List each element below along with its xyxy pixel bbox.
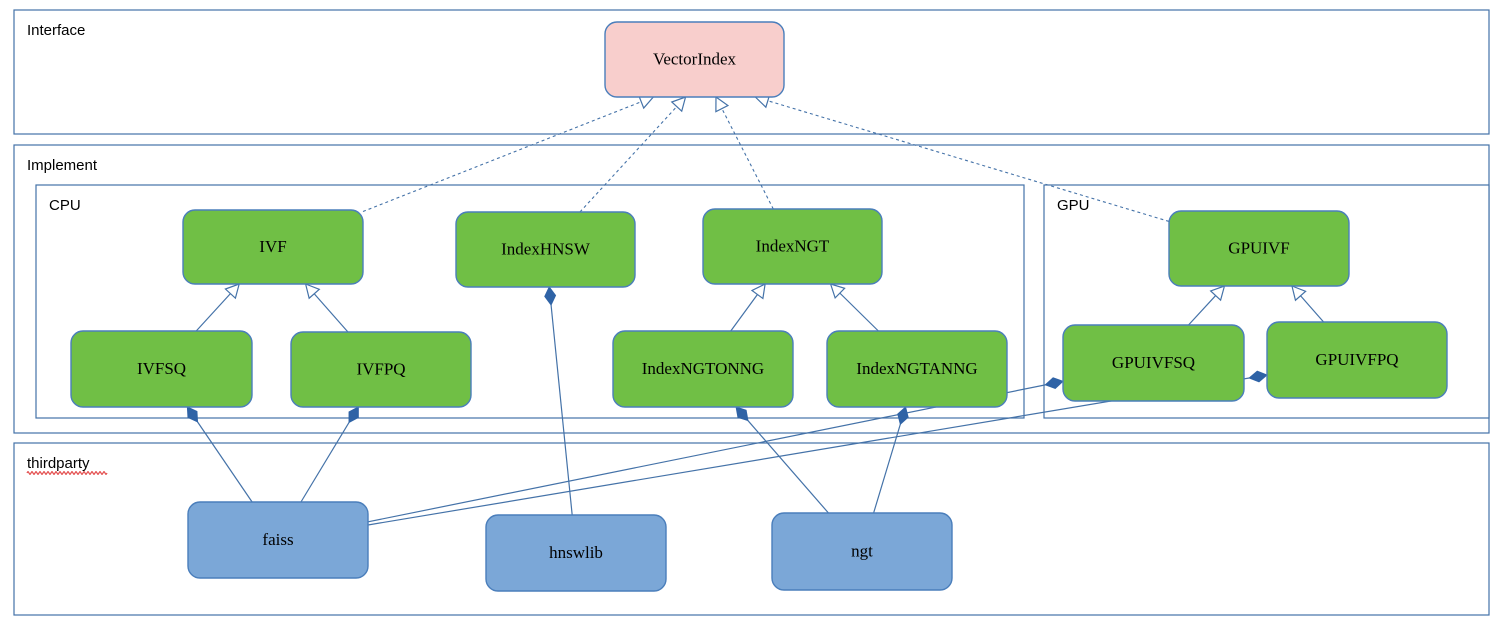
edge-indexngt-realizes-vectorindex — [715, 95, 774, 210]
node-label-ivf: IVF — [259, 237, 286, 256]
edge-line-ngt-composes-indexngtanng — [873, 424, 901, 514]
edge-line-hnswlib-composes-indexhnsw — [550, 304, 573, 516]
inheritance-arrowhead-icon — [829, 283, 846, 300]
node-label-gpuivfsq: GPUIVFSQ — [1112, 353, 1195, 372]
node-indexngtanng[interactable]: IndexNGTANNG — [826, 330, 1008, 408]
inheritance-arrowhead-icon — [1291, 285, 1307, 302]
edge-line-gpuivf-realizes-vectorindex — [767, 100, 1170, 222]
node-ivf[interactable]: IVF — [182, 209, 364, 285]
node-label-indexhnsw: IndexHNSW — [501, 239, 591, 258]
node-shape-ivfsq[interactable] — [70, 330, 253, 408]
composition-diamond-icon — [1248, 370, 1268, 383]
edge-line-ngt-composes-indexngtonng — [747, 420, 829, 514]
edge-indexngtanng-extends-indexngt — [829, 283, 879, 332]
composition-diamond-icon — [735, 406, 749, 422]
node-label-gpuivfpq: GPUIVFPQ — [1315, 350, 1398, 369]
edge-line-ivfsq-extends-ivf — [195, 293, 231, 332]
node-gpuivf[interactable]: GPUIVF — [1168, 210, 1350, 287]
inheritance-arrowhead-icon — [304, 283, 321, 300]
edge-indexngtonng-extends-indexngt — [730, 282, 766, 332]
node-shape-indexngt[interactable] — [702, 208, 883, 285]
node-label-indexngtonng: IndexNGTONNG — [642, 359, 764, 378]
node-label-indexngt: IndexNGT — [756, 236, 830, 255]
edge-line-ivfpq-extends-ivf — [313, 293, 349, 333]
composition-diamond-icon — [186, 406, 199, 423]
node-label-vectorindex: VectorIndex — [653, 49, 737, 68]
node-shape-ngt[interactable] — [771, 512, 953, 591]
container-label-thirdparty: thirdparty — [27, 455, 90, 472]
edge-hnswlib-composes-indexhnsw — [544, 286, 573, 516]
node-hnswlib[interactable]: hnswlib — [485, 514, 667, 592]
edge-indexhnsw-realizes-vectorindex — [579, 96, 687, 213]
inheritance-arrowhead-icon — [224, 283, 241, 300]
inheritance-arrowhead-icon — [750, 282, 766, 300]
edge-faiss-composes-ivfpq — [300, 406, 359, 503]
node-label-gpuivf: GPUIVF — [1228, 238, 1289, 257]
edge-line-faiss-composes-gpuivfpq — [367, 377, 1250, 526]
node-vectorindex[interactable]: VectorIndex — [604, 21, 785, 98]
node-indexngtonng[interactable]: IndexNGTONNG — [612, 330, 794, 408]
edge-faiss-composes-gpuivfpq — [367, 370, 1268, 526]
node-shape-ivfpq[interactable] — [290, 331, 472, 408]
node-gpuivfsq[interactable]: GPUIVFSQ — [1062, 324, 1245, 402]
node-shape-gpuivfsq[interactable] — [1062, 324, 1245, 402]
spellcheck-squiggle-icon — [26, 471, 108, 475]
node-shape-indexhnsw[interactable] — [455, 211, 636, 288]
edge-gpuivfsq-extends-gpuivf — [1188, 285, 1226, 326]
node-label-faiss: faiss — [262, 530, 293, 549]
edge-line-faiss-composes-ivfsq — [197, 421, 253, 503]
node-shape-hnswlib[interactable] — [485, 514, 667, 592]
composition-diamond-icon — [544, 286, 557, 306]
container-label-interface: Interface — [27, 22, 85, 39]
edge-ngt-composes-indexngtanng — [873, 406, 909, 514]
edge-ngt-composes-indexngtonng — [735, 406, 829, 514]
composition-diamond-icon — [348, 406, 359, 424]
realization-arrowhead-icon — [715, 95, 730, 113]
node-faiss[interactable]: faiss — [187, 501, 369, 579]
node-ivfsq[interactable]: IVFSQ — [70, 330, 253, 408]
edge-gpuivfpq-extends-gpuivf — [1291, 285, 1325, 323]
node-gpuivfpq[interactable]: GPUIVFPQ — [1266, 321, 1448, 399]
node-ivfpq[interactable]: IVFPQ — [290, 331, 472, 408]
node-label-ivfpq: IVFPQ — [356, 359, 405, 378]
node-label-hnswlib: hnswlib — [549, 543, 603, 562]
container-label-gpu: GPU — [1057, 197, 1090, 214]
edge-line-indexngtonng-extends-indexngt — [730, 294, 758, 332]
node-indexngt[interactable]: IndexNGT — [702, 208, 883, 285]
node-shape-indexngtonng[interactable] — [612, 330, 794, 408]
node-shape-gpuivf[interactable] — [1168, 210, 1350, 287]
composition-diamond-icon — [897, 406, 909, 426]
container-label-implement: Implement — [27, 157, 98, 174]
node-label-indexngtanng: IndexNGTANNG — [856, 359, 977, 378]
node-ngt[interactable]: ngt — [771, 512, 953, 591]
edge-faiss-composes-ivfsq — [186, 406, 253, 503]
edge-line-indexngt-realizes-vectorindex — [721, 108, 774, 210]
composition-diamond-icon — [1044, 377, 1064, 389]
container-label-cpu: CPU — [49, 197, 81, 214]
realization-arrowhead-icon — [670, 96, 687, 113]
edge-ivfsq-extends-ivf — [195, 283, 241, 332]
node-label-ngt: ngt — [851, 541, 873, 560]
edge-line-faiss-composes-ivfpq — [300, 422, 350, 503]
node-shape-gpuivfpq[interactable] — [1266, 321, 1448, 399]
inheritance-arrowhead-icon — [1209, 285, 1226, 302]
edge-line-gpuivfpq-extends-gpuivf — [1300, 295, 1325, 323]
edge-ivfpq-extends-ivf — [304, 283, 349, 333]
edge-line-indexngtanng-extends-indexngt — [839, 292, 879, 332]
node-shape-indexngtanng[interactable] — [826, 330, 1008, 408]
node-shape-ivf[interactable] — [182, 209, 364, 285]
node-shape-vectorindex[interactable] — [604, 21, 785, 98]
node-label-ivfsq: IVFSQ — [137, 359, 186, 378]
node-shape-faiss[interactable] — [187, 501, 369, 579]
edge-line-gpuivfsq-extends-gpuivf — [1188, 295, 1217, 326]
edge-line-ivf-realizes-vectorindex — [362, 101, 642, 213]
node-indexhnsw[interactable]: IndexHNSW — [455, 211, 636, 288]
